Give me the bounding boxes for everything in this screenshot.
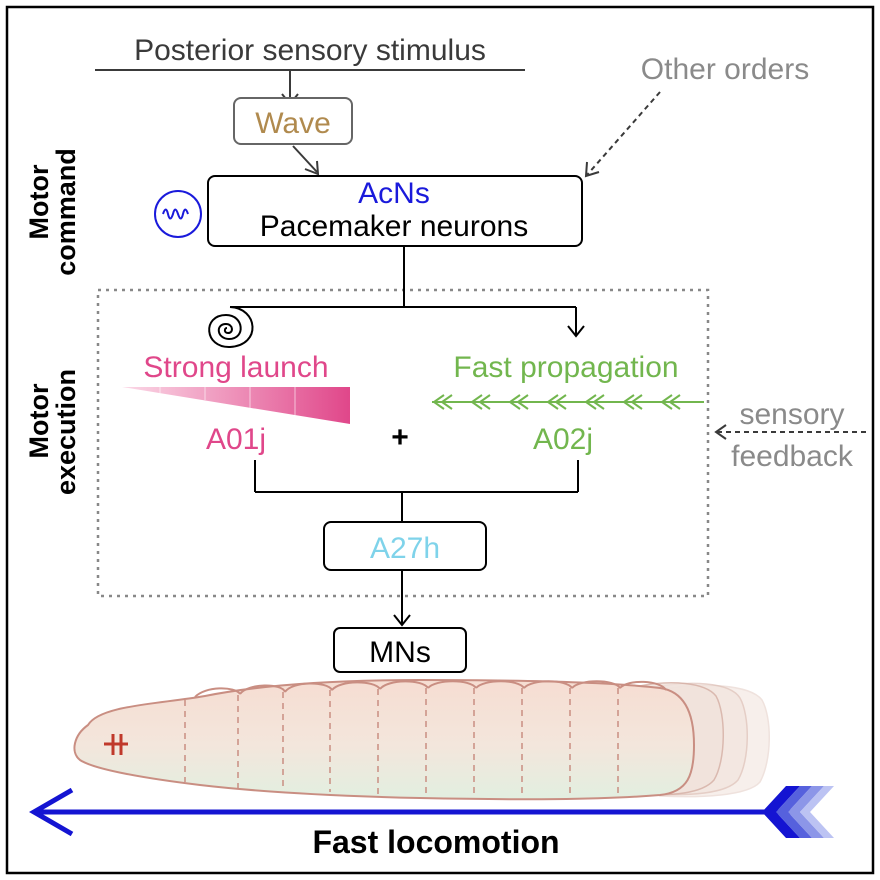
other-orders-label: Other orders — [641, 53, 809, 86]
wave-arrow — [292, 145, 318, 173]
locomotion-label: Fast locomotion — [312, 824, 559, 860]
larva-icon — [73, 678, 770, 801]
wave-box — [233, 97, 353, 145]
a02j-label: A02j — [533, 423, 593, 456]
chevron-arrow-icon — [762, 786, 834, 838]
wave-arrowhead — [304, 160, 320, 176]
locomotion-arrowhead — [29, 787, 74, 837]
branch-right-arrowhead — [567, 325, 585, 338]
outer-frame — [5, 5, 875, 875]
feedback-label: feedback — [731, 440, 854, 473]
feedback-arrowhead — [714, 424, 727, 440]
motor-command-label-2: command — [51, 148, 81, 276]
a27h-arrowhead — [393, 614, 411, 627]
stimulus-label: Posterior sensory stimulus — [134, 34, 486, 67]
a01j-label: A01j — [206, 423, 266, 456]
motor-command-label-1: Motor — [24, 164, 54, 239]
plus-sign: + — [391, 421, 409, 454]
pacemaker-label: Pacemaker neurons — [260, 210, 528, 243]
spiral-icon — [208, 306, 254, 349]
motor-execution-label-2: execution — [51, 369, 81, 495]
strong-launch-label: Strong launch — [143, 351, 328, 384]
mns-label: MNs — [369, 636, 431, 669]
motor-execution-label-1: Motor — [24, 383, 54, 458]
wedge-icon — [122, 387, 350, 424]
sensory-label: sensory — [739, 398, 844, 431]
other-orders-arrow — [586, 91, 661, 176]
other-orders-arrowhead — [584, 161, 600, 178]
a27h-label: A27h — [370, 532, 440, 565]
acns-box — [207, 175, 583, 247]
acns-label: AcNs — [358, 177, 430, 210]
oscillator-icon — [154, 190, 202, 238]
a27h-box — [323, 521, 487, 571]
feather-arrow-icon — [432, 394, 704, 410]
wave-label: Wave — [255, 107, 331, 140]
mns-box — [333, 627, 467, 673]
fast-propagation-label: Fast propagation — [453, 351, 678, 384]
